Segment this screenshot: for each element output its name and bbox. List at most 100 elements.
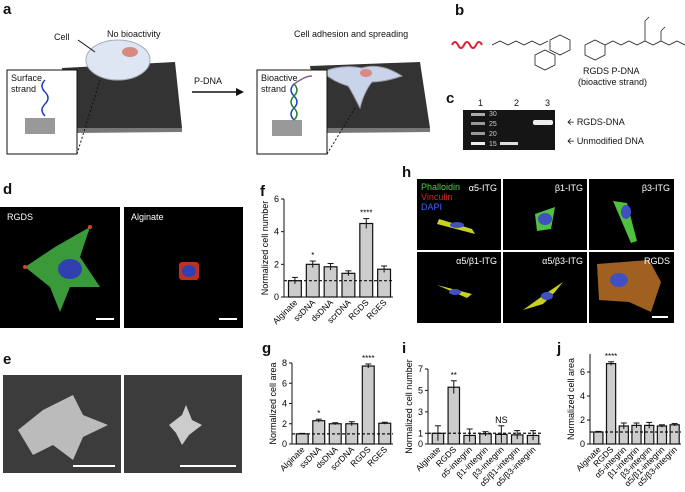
micrograph-rgds: RGDS — [0, 207, 120, 328]
micrograph-label: β1-ITG — [554, 183, 583, 193]
micrograph-label: α5-ITG — [468, 183, 497, 193]
bar — [593, 431, 604, 445]
panel-label-a: a — [3, 1, 12, 18]
significance-marker: **** — [360, 209, 372, 218]
significance-marker: ** — [451, 371, 457, 380]
micrograph-label: β3-ITG — [641, 183, 670, 193]
significance-marker: NS — [495, 415, 508, 425]
micrograph-b1-itg: β1-ITG — [503, 179, 587, 250]
surface-strand-line1: Surface — [11, 73, 43, 83]
y-tick-label: 7 — [418, 364, 423, 374]
panel-label-d: d — [3, 181, 13, 198]
chemical-structure — [451, 16, 685, 71]
y-axis-label: Normalized cell number — [404, 359, 414, 454]
scale-bar — [180, 465, 236, 467]
panel-label-c: c — [446, 90, 455, 107]
micrograph-rgds-h: RGDS — [589, 252, 674, 323]
arrow-left-icon: 🡨 — [567, 136, 577, 146]
panel-label-g: g — [262, 340, 272, 357]
y-tick-label: 4 — [580, 391, 585, 401]
dna-single-strand-icon — [41, 79, 49, 117]
micrograph-label: Alginate — [131, 212, 164, 222]
sem-image-alginate — [124, 375, 242, 473]
y-tick-label: 4 — [282, 399, 287, 409]
y-tick-label: 0 — [282, 439, 287, 449]
bioactive-strand-line2: strand — [261, 84, 287, 94]
cell-pointer-line — [77, 39, 96, 53]
bar — [305, 263, 320, 298]
rgds-dna-text: RGDS-DNA — [576, 117, 625, 127]
gel-lane-2: 2 — [514, 98, 520, 108]
micrograph-b3-itg: β3-ITG — [589, 179, 674, 250]
legend-dapi: DAPI — [421, 202, 443, 212]
panel-label-h: h — [402, 164, 412, 181]
micrograph-a5b1-itg: α5/β1-ITG — [417, 252, 501, 323]
bar — [341, 272, 356, 298]
y-tick-label: 6 — [274, 194, 279, 204]
dna-double-strand-icon — [290, 83, 298, 121]
panel-label-b: b — [455, 2, 465, 19]
marker-15: 15 — [489, 141, 497, 148]
y-axis-label: Normalized cell area — [268, 362, 278, 444]
arrow-left-icon: 🡨 — [567, 117, 577, 127]
scale-bar — [96, 318, 114, 320]
adhesion-label: Cell adhesion and spreading — [294, 29, 409, 39]
y-tick-label: 4 — [274, 227, 279, 237]
marker-20: 20 — [489, 131, 497, 138]
panel-label-i: i — [402, 340, 407, 357]
rgds-p-dna-subtitle: (bioactive strand) — [578, 77, 648, 87]
bar — [359, 222, 374, 298]
gel-image: 30 25 20 15 — [463, 110, 555, 150]
y-tick-label: 3 — [418, 407, 423, 417]
y-tick-label: 2 — [282, 419, 287, 429]
gel-lane-1: 1 — [478, 98, 484, 108]
micrograph-label: α5/β1-ITG — [456, 256, 497, 266]
legend-phalloidin: Phalloidin — [421, 182, 461, 192]
bar — [447, 386, 461, 445]
marker-25: 25 — [489, 121, 497, 128]
rgds-dna-arrow-label: 🡨 RGDS-DNA — [567, 118, 625, 127]
bar — [323, 266, 338, 298]
micrograph-label: RGDS — [7, 212, 34, 222]
y-tick-label: 0 — [580, 439, 585, 449]
y-tick-label: 0 — [418, 439, 423, 449]
scale-bar — [73, 465, 115, 467]
bar — [377, 268, 392, 298]
p-dna-label: P-DNA — [194, 76, 223, 86]
bar — [669, 424, 680, 445]
y-axis-label: Normalized cell area — [566, 358, 576, 440]
significance-marker: * — [311, 251, 314, 260]
legend-vinculin: Vinculin — [421, 192, 453, 202]
no-bioactivity-label: No bioactivity — [107, 29, 161, 39]
bar — [631, 424, 642, 445]
sem-image-rgds — [3, 375, 121, 473]
y-tick-label: 6 — [580, 367, 585, 377]
panel-label-e: e — [3, 351, 12, 368]
unmodified-dna-text: Unmodified DNA — [576, 136, 644, 146]
x-tick-label: RGES — [364, 297, 388, 321]
bar — [656, 425, 668, 445]
integrin-micrograph-grid: Phalloidin Vinculin DAPI α5-ITG β1-ITG β… — [417, 179, 684, 326]
panel-label-f: f — [260, 183, 265, 200]
significance-marker: **** — [362, 354, 374, 363]
surface-strand-line2: strand — [11, 84, 37, 94]
y-tick-label: 6 — [282, 378, 287, 388]
rgds-p-dna-name: RGDS P-DNA — [583, 66, 640, 76]
y-tick-label: 2 — [580, 415, 585, 425]
scale-bar — [219, 318, 237, 320]
micrograph-label: RGDS — [643, 256, 670, 266]
dna-strand-wave — [451, 41, 483, 49]
marker-30: 30 — [489, 111, 497, 118]
micrograph-a5b3-itg: α5/β3-ITG — [503, 252, 587, 323]
scale-bar — [652, 316, 668, 318]
gel-lane-3: 3 — [545, 98, 551, 108]
y-tick-label: 2 — [274, 259, 279, 269]
substrate-slab-left — [62, 62, 182, 128]
schematic-illustration — [6, 39, 430, 155]
